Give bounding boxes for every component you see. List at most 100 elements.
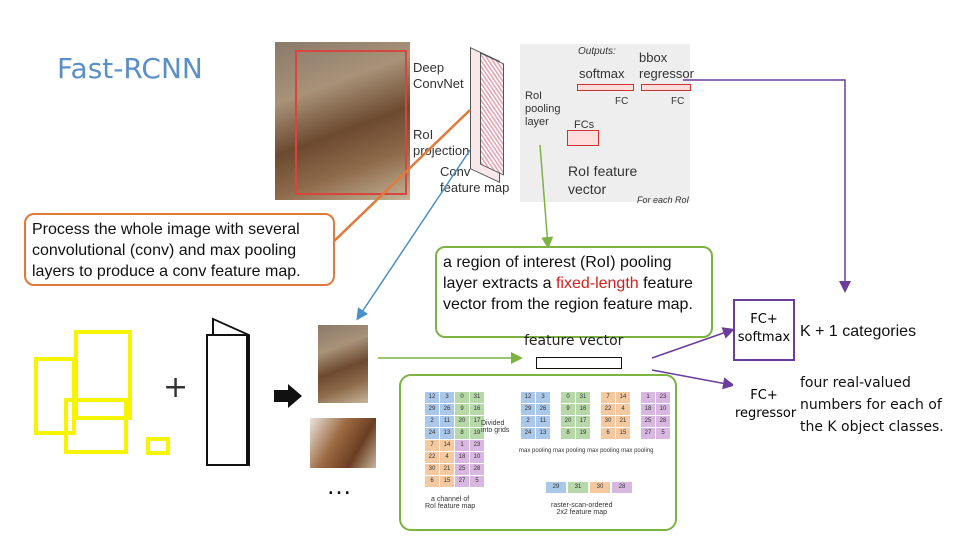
divided-cell: 21 (616, 416, 630, 427)
divided-cell: 14 (616, 392, 630, 403)
grid-cell: 0 (455, 392, 469, 403)
divided-label: Divided into grids (481, 420, 510, 434)
divided-cell: 4 (616, 404, 630, 415)
grid-cell: 23 (470, 440, 484, 451)
plus-sign: + (163, 370, 189, 405)
roi-pool-callout: a region of interest (RoI) pooling layer… (435, 246, 713, 338)
fcs-bars (567, 130, 599, 146)
grid-cell: 11 (440, 416, 454, 427)
region-box-4 (146, 437, 170, 455)
grid-cell: 10 (470, 452, 484, 463)
grid-cell: 18 (455, 452, 469, 463)
deep-convnet-label: Deep ConvNet (413, 60, 464, 91)
architecture-figure: Deep ConvNet RoI projection Conv feature… (275, 42, 694, 205)
divided-cell: 15 (616, 428, 630, 439)
grid-cell: 4 (440, 452, 454, 463)
grid-cell: 27 (455, 476, 469, 487)
grid-cell: 3 (440, 392, 454, 403)
grid-cell: 8 (455, 428, 469, 439)
raster-label: raster-scan-ordered 2x2 feature map (551, 502, 613, 516)
fc-label-1: FC (615, 96, 629, 107)
grid-cell: 16 (470, 404, 484, 415)
divided-cell: 0 (561, 392, 575, 403)
grid-cell: 31 (470, 392, 484, 403)
bbox-regressor-label: bbox regressor (639, 50, 694, 81)
grid-cell: 26 (440, 404, 454, 415)
roi-projection-label: RoI projection (413, 127, 470, 158)
channel-label: a channel of RoI feature map (425, 496, 476, 510)
grid-cell: 29 (425, 404, 439, 415)
grid-cell: 7 (425, 440, 439, 451)
max-pooling-labels: max pooling max pooling max pooling max … (519, 448, 653, 454)
divided-cell: 9 (561, 404, 575, 415)
divided-cell: 31 (576, 392, 590, 403)
divided-cell: 17 (576, 416, 590, 427)
conv-feature-map-front (480, 52, 504, 176)
grid-cell: 24 (425, 428, 439, 439)
roi-crop-1 (318, 325, 368, 403)
divided-cell: 30 (601, 416, 615, 427)
divided-cell: 23 (656, 392, 670, 403)
fc-softmax-box: FC+ softmax (733, 299, 795, 361)
grid-cell: 15 (440, 476, 454, 487)
softmax-description: K + 1 categories (800, 323, 917, 340)
divided-cell: 7 (601, 392, 615, 403)
grid-cell: 30 (425, 464, 439, 475)
roi-feature-vector-label: RoI feature vector (568, 163, 638, 197)
grid-cell: 12 (425, 392, 439, 403)
divided-cell: 6 (601, 428, 615, 439)
conv-callout: Process the whole image with several con… (24, 213, 335, 286)
roi-box-red (295, 50, 407, 195)
region-box-2 (74, 330, 132, 420)
roi-pooling-layer-label: RoI pooling layer (525, 90, 561, 128)
grid-cell: 6 (425, 476, 439, 487)
divided-cell: 24 (521, 428, 535, 439)
max-pooling-label-3: max pooling (587, 448, 620, 454)
divided-cell: 10 (656, 404, 670, 415)
pooled-cell: 31 (568, 482, 588, 493)
fc-label-2: FC (671, 96, 685, 107)
grid-cell: 14 (440, 440, 454, 451)
divided-cell: 3 (536, 392, 550, 403)
regressor-description: four real-valued numbers for each of the… (800, 375, 944, 435)
grid-cell: 5 (470, 476, 484, 487)
divided-cell: 13 (536, 428, 550, 439)
grid-cell: 20 (455, 416, 469, 427)
region-box-3 (64, 398, 128, 454)
grid-cell: 28 (470, 464, 484, 475)
slide-title: Fast-RCNN (57, 52, 203, 85)
grid-cell: 1 (455, 440, 469, 451)
pooled-cell: 29 (546, 482, 566, 493)
divided-cell: 26 (536, 404, 550, 415)
pooled-cell: 30 (590, 482, 610, 493)
grid-cell: 9 (455, 404, 469, 415)
fc-regressor-box: FC+ regressor (733, 371, 796, 433)
grid-cell: 13 (440, 428, 454, 439)
for-each-roi-label: For each RoI (637, 195, 690, 205)
softmax-bar (577, 84, 634, 91)
roi-pool-text-1: a region of interest (RoI) pooling layer… (443, 254, 672, 292)
roi-crop-2 (310, 418, 376, 468)
divided-cell: 12 (521, 392, 535, 403)
grid-cell: 22 (425, 452, 439, 463)
softmax-label: softmax (579, 66, 625, 81)
divided-cell: 25 (641, 416, 655, 427)
divided-cell: 27 (641, 428, 655, 439)
divided-cell: 2 (521, 416, 535, 427)
grid-cell: 2 (425, 416, 439, 427)
divided-cell: 29 (521, 404, 535, 415)
outputs-label: Outputs: (578, 46, 616, 57)
divided-cell: 19 (576, 428, 590, 439)
grid-cell: 21 (440, 464, 454, 475)
max-pooling-label-4: max pooling (621, 448, 654, 454)
divided-cell: 8 (561, 428, 575, 439)
roi-pool-highlight: fixed-length (555, 275, 639, 292)
bbox-bar (641, 84, 691, 91)
divided-cell: 18 (641, 404, 655, 415)
feature-vector-label: feature vector (524, 333, 624, 349)
grid-cell: 17 (470, 416, 484, 427)
ellipsis: … (326, 470, 352, 500)
